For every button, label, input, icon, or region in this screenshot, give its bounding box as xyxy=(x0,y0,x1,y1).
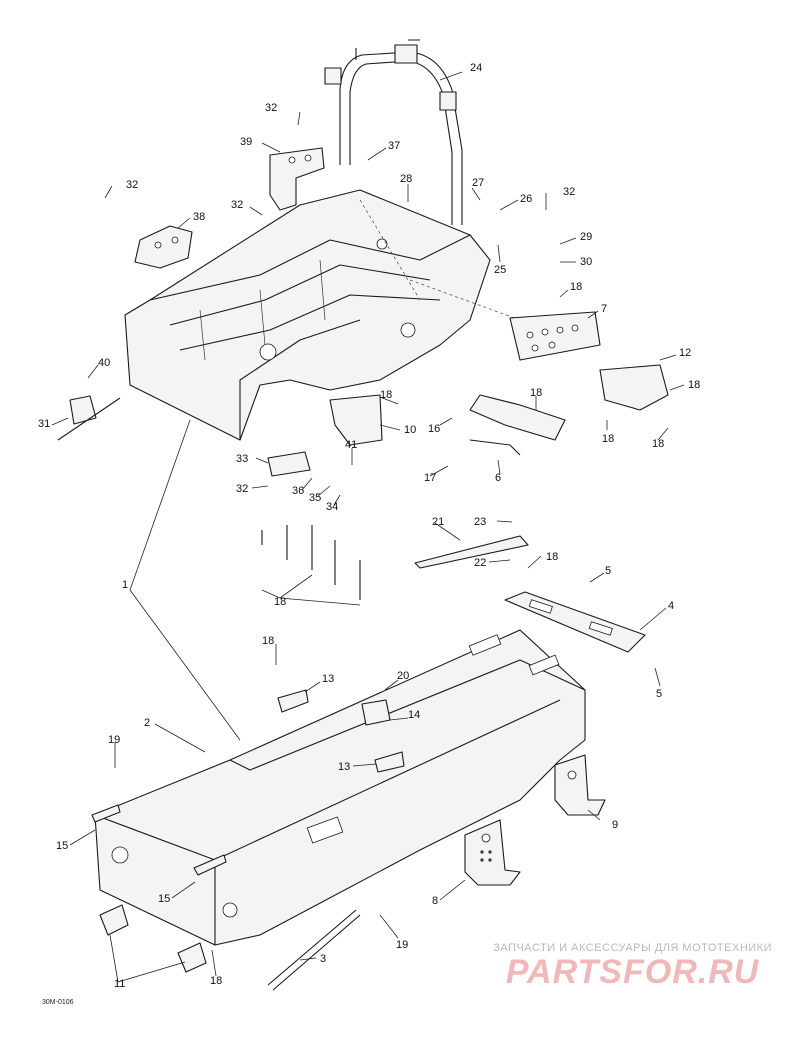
callout-14: 14 xyxy=(408,709,420,721)
watermark-subtitle: ЗАПЧАСТИ И АКСЕССУАРЫ ДЛЯ МОТОТЕХНИКИ xyxy=(493,942,772,954)
callout-27: 27 xyxy=(472,177,484,189)
diagram-reference-code: 30M-0106 xyxy=(42,999,74,1006)
callout-40: 40 xyxy=(98,357,110,369)
rail-21 xyxy=(414,535,529,569)
bracket-9 xyxy=(554,754,606,816)
bracket-8 xyxy=(464,819,521,886)
callout-18: 18 xyxy=(210,975,222,987)
bracket-14 xyxy=(361,699,391,726)
watermark: ЗАПЧАСТИ И АКСЕССУАРЫ ДЛЯ МОТОТЕХНИКИ PA… xyxy=(493,942,772,990)
leader-lines xyxy=(51,71,685,983)
callout-20: 20 xyxy=(397,670,409,682)
callout-22: 22 xyxy=(474,557,486,569)
callout-16: 16 xyxy=(428,423,440,435)
callout-5: 5 xyxy=(656,688,662,700)
brake-lever-6 xyxy=(469,394,566,456)
callout-23: 23 xyxy=(474,516,486,528)
callout-25: 25 xyxy=(494,264,506,276)
callout-11: 11 xyxy=(114,978,125,990)
callout-30: 30 xyxy=(580,256,592,268)
brackets-15 xyxy=(91,804,227,876)
callout-33: 33 xyxy=(236,453,248,465)
callout-28: 28 xyxy=(400,173,412,185)
callout-19: 19 xyxy=(108,734,120,746)
bolt-group-18 xyxy=(261,525,361,600)
callout-39: 39 xyxy=(240,136,252,148)
plate-4 xyxy=(504,591,646,653)
callout-19: 19 xyxy=(396,939,408,951)
callout-6: 6 xyxy=(495,472,501,484)
callout-32: 32 xyxy=(231,199,243,211)
hinge-33 xyxy=(267,451,311,477)
callout-17: 17 xyxy=(424,472,436,484)
bracket-13-lower xyxy=(374,751,405,773)
callout-26: 26 xyxy=(520,193,532,205)
callout-15: 15 xyxy=(158,893,170,905)
callout-1: 1 xyxy=(122,579,128,591)
callout-18: 18 xyxy=(546,551,558,563)
callout-38: 38 xyxy=(193,211,205,223)
callout-31: 31 xyxy=(38,418,50,430)
callout-32: 32 xyxy=(126,179,138,191)
callout-18: 18 xyxy=(602,433,614,445)
rod-3 xyxy=(267,909,361,991)
callout-18: 18 xyxy=(688,379,700,391)
mount-31 xyxy=(57,395,121,441)
callout-32: 32 xyxy=(236,483,248,495)
watermark-logo: PARTSFOR.RU xyxy=(505,953,760,991)
callout-3: 3 xyxy=(320,953,326,965)
callout-18: 18 xyxy=(530,387,542,399)
callout-29: 29 xyxy=(580,231,592,243)
bracket-39 xyxy=(269,147,325,211)
callout-32: 32 xyxy=(563,186,575,198)
callout-labels: 24 32 39 37 28 27 26 32 32 38 32 29 30 2… xyxy=(38,62,700,990)
plate-11 xyxy=(99,904,207,973)
callout-41: 41 xyxy=(345,439,357,451)
upper-frame xyxy=(124,189,521,441)
bracket-13-upper xyxy=(277,689,309,713)
callout-12: 12 xyxy=(679,347,691,359)
callout-2: 2 xyxy=(144,717,150,729)
footrest-7 xyxy=(509,311,601,361)
callout-8: 8 xyxy=(432,895,438,907)
callout-35: 35 xyxy=(309,492,321,504)
callout-21: 21 xyxy=(432,516,444,528)
steering-support-loop xyxy=(324,39,463,225)
callout-32: 32 xyxy=(265,102,277,114)
callout-18: 18 xyxy=(262,635,274,647)
callout-18: 18 xyxy=(652,438,664,450)
callout-34: 34 xyxy=(326,501,338,513)
callout-24: 24 xyxy=(470,62,482,74)
callout-4: 4 xyxy=(668,600,674,612)
bracket-10 xyxy=(329,394,383,446)
callout-15: 15 xyxy=(56,840,68,852)
callout-13: 13 xyxy=(322,673,334,685)
callout-10: 10 xyxy=(404,424,416,436)
callout-13: 13 xyxy=(338,761,350,773)
callout-18: 18 xyxy=(380,389,392,401)
callout-18: 18 xyxy=(274,596,286,608)
callout-7: 7 xyxy=(601,303,607,315)
callout-5: 5 xyxy=(605,565,611,577)
callout-18: 18 xyxy=(570,281,582,293)
callout-9: 9 xyxy=(612,819,618,831)
bracket-12 xyxy=(599,364,669,411)
callout-36: 36 xyxy=(292,485,304,497)
bracket-38 xyxy=(134,225,193,269)
callout-37: 37 xyxy=(388,140,400,152)
